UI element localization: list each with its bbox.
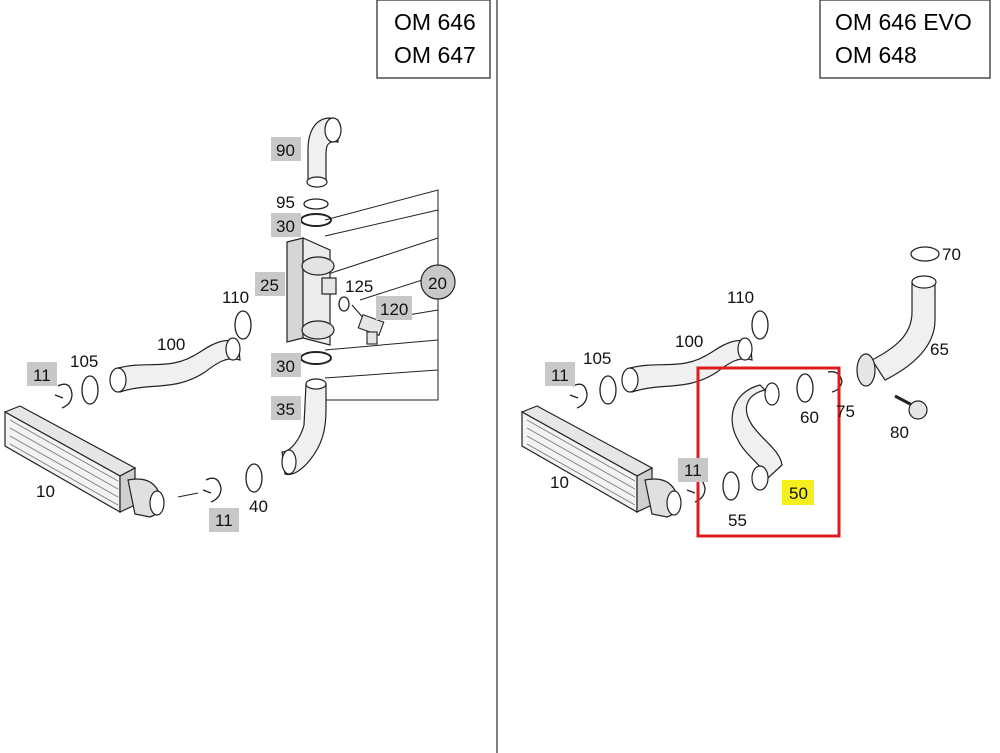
engine-line-left-2: OM 647 xyxy=(394,42,476,68)
label-105-right: 105 xyxy=(583,349,611,368)
engine-line-left-1: OM 646 xyxy=(394,9,476,35)
label-70: 70 xyxy=(942,245,961,264)
label-10-left: 10 xyxy=(36,482,55,501)
label-11-left-bottom: 11 xyxy=(215,511,233,530)
panel-right: OM 646 EVO OM 648 xyxy=(520,0,991,538)
label-11-right-bottom: 11 xyxy=(684,461,702,480)
hose-100-left xyxy=(109,337,241,393)
bolt-80-right xyxy=(894,394,928,420)
hose-100-right xyxy=(621,337,753,393)
label-30-bottom: 30 xyxy=(276,357,295,376)
label-120: 120 xyxy=(380,300,408,319)
labels-right: 70 65 110 100 105 11 60 75 80 10 11 55 5… xyxy=(545,245,961,530)
label-30-top: 30 xyxy=(276,217,295,236)
label-125: 125 xyxy=(345,277,373,296)
label-100-right: 100 xyxy=(675,332,703,351)
engine-title-box-right: OM 646 EVO OM 648 xyxy=(819,0,991,79)
hose-50-right xyxy=(731,382,783,491)
label-11-right-top: 11 xyxy=(551,366,569,385)
label-75: 75 xyxy=(836,402,855,421)
label-80: 80 xyxy=(890,423,909,442)
pipe-90-left xyxy=(306,117,342,188)
highlight-box xyxy=(696,366,841,538)
sensor-120-left xyxy=(351,304,385,345)
label-10-right: 10 xyxy=(550,473,569,492)
label-20: 20 xyxy=(428,274,447,293)
intercooler-left xyxy=(3,405,165,518)
labels-left: 90 95 30 25 125 120 20 110 100 105 11 30… xyxy=(27,137,456,532)
panel-left: OM 646 OM 647 xyxy=(3,0,491,532)
label-95: 95 xyxy=(276,193,295,212)
engine-title-box-left: OM 646 OM 647 xyxy=(376,0,491,79)
rings-left xyxy=(54,310,263,503)
engine-line-right-2: OM 648 xyxy=(835,42,917,68)
label-110-left: 110 xyxy=(222,288,249,307)
label-90: 90 xyxy=(276,141,295,160)
label-50: 50 xyxy=(789,484,808,503)
label-55: 55 xyxy=(728,511,747,530)
label-110-right: 110 xyxy=(727,288,754,307)
label-25: 25 xyxy=(260,276,279,295)
label-40: 40 xyxy=(249,497,268,516)
sensor-housing-left xyxy=(286,237,337,346)
label-35: 35 xyxy=(276,400,295,419)
label-100-left: 100 xyxy=(157,335,185,354)
label-105-left: 105 xyxy=(70,352,98,371)
pipe-65-right xyxy=(856,275,937,387)
label-60: 60 xyxy=(800,408,819,427)
engine-line-right-1: OM 646 EVO xyxy=(835,9,972,35)
label-65: 65 xyxy=(930,340,949,359)
intercooler-right xyxy=(520,405,682,518)
pipe-35-left xyxy=(281,378,327,476)
label-11-left-top: 11 xyxy=(33,366,51,385)
